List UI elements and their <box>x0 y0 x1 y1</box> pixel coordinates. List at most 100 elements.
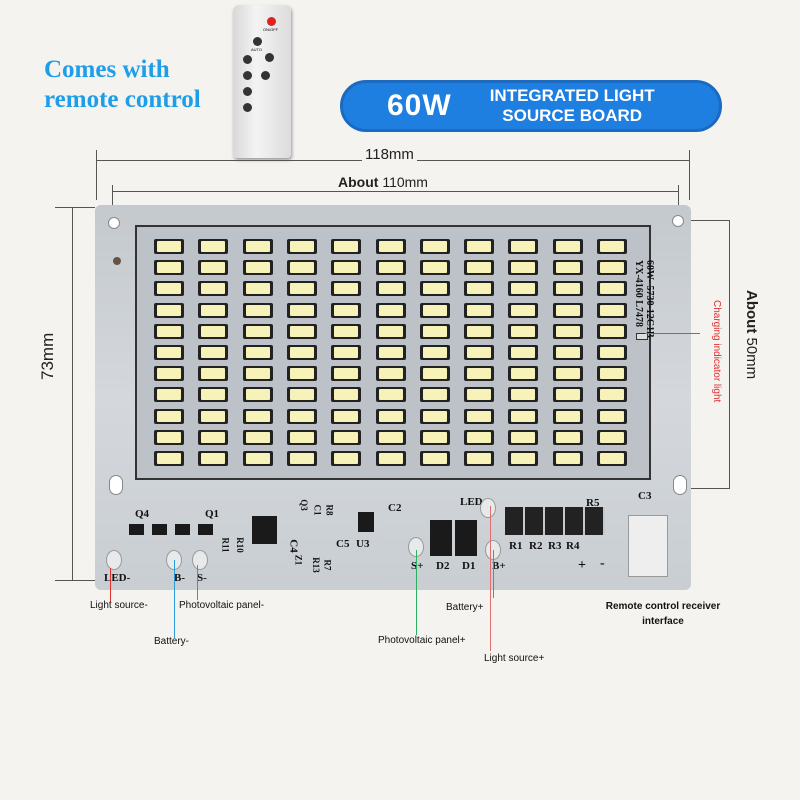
silk-b-plus: B+ <box>492 560 506 572</box>
led-chip <box>552 345 583 360</box>
led-chip <box>464 429 495 445</box>
led-chip <box>597 281 627 297</box>
silk-b-minus: B- <box>174 572 185 584</box>
led-chip <box>331 239 362 254</box>
silk-u3: U3 <box>356 538 370 550</box>
label-pv-plus: Photovoltaic panel+ <box>378 635 466 646</box>
led-chip <box>464 345 495 360</box>
led-chip <box>198 260 229 276</box>
led-chip <box>375 239 406 254</box>
charging-led <box>636 333 648 340</box>
label-battery-plus: Battery+ <box>446 602 484 613</box>
led-chip <box>375 302 406 318</box>
silk-q4: Q4 <box>135 508 150 520</box>
led-chip <box>242 239 273 254</box>
led-chip <box>154 366 184 382</box>
silk-d1: D1 <box>462 560 476 572</box>
led-chip <box>375 260 406 276</box>
led-chip <box>154 323 184 339</box>
silk-r11: R11 <box>220 537 231 553</box>
led-chip <box>198 302 229 318</box>
led-chip <box>464 260 495 276</box>
led-chip <box>331 302 362 318</box>
led-chip <box>508 302 539 318</box>
led-chip <box>154 387 184 403</box>
banner-line2: SOURCE BOARD <box>502 106 643 125</box>
led-chip <box>198 281 229 297</box>
led-chip <box>508 387 539 403</box>
led-chip <box>419 429 450 445</box>
led-array <box>135 225 651 480</box>
led-chip <box>198 366 229 382</box>
led-chip <box>597 429 627 445</box>
silk-r5: R5 <box>586 497 600 509</box>
led-chip <box>154 260 184 276</box>
led-chip <box>198 451 229 466</box>
led-chip <box>464 239 495 254</box>
silk-q1: Q1 <box>205 508 220 520</box>
led-chip <box>419 323 450 339</box>
led-chip <box>597 451 627 466</box>
remote-receiver-connector <box>628 515 668 577</box>
led-chip <box>552 302 583 318</box>
led-chip <box>419 387 450 403</box>
led-chip <box>508 366 539 382</box>
silk-r1: R1 <box>509 540 523 552</box>
silk-s-minus: S- <box>197 572 207 584</box>
led-chip <box>597 408 627 424</box>
led-chip <box>508 345 539 360</box>
led-chip <box>286 451 317 466</box>
led-chip <box>331 323 362 339</box>
led-chip <box>242 451 273 466</box>
led-chip <box>242 281 273 297</box>
height-inner: 50mm <box>743 337 760 380</box>
led-chip <box>242 387 273 403</box>
silk-led-minus: LED- <box>104 572 131 584</box>
led-chip <box>242 408 273 424</box>
height-inner-prefix: About <box>743 290 760 334</box>
led-chip <box>331 345 362 360</box>
led-chip <box>331 366 362 382</box>
led-chip <box>198 387 229 403</box>
led-chip <box>286 429 317 445</box>
led-chip <box>508 239 539 254</box>
led-chip <box>154 345 184 360</box>
led-chip <box>286 281 317 297</box>
silk-r13: R13 <box>310 557 321 573</box>
silk-r8: R8 <box>324 504 335 516</box>
led-chip <box>464 323 495 339</box>
headline-line2: remote control <box>44 86 201 113</box>
led-chip <box>419 366 450 382</box>
silk-r4: R4 <box>566 540 580 552</box>
ic-chip <box>252 516 277 544</box>
banner-line1: INTEGRATED LIGHT <box>489 86 655 105</box>
led-chip <box>508 429 539 445</box>
led-chip <box>375 345 406 360</box>
width-total: 118mm <box>362 146 417 163</box>
silk-q3: Q3 <box>298 499 309 511</box>
silk-c2: C2 <box>388 502 402 514</box>
silk-c3: C3 <box>638 490 652 502</box>
led-chip <box>198 345 229 360</box>
led-chip <box>331 387 362 403</box>
dim-line-73 <box>72 207 73 580</box>
led-chip <box>419 451 450 466</box>
led-chip <box>154 239 184 254</box>
led-chip <box>508 451 539 466</box>
led-chip <box>508 260 539 276</box>
charging-indicator-label: Charging indicator light <box>711 300 722 403</box>
silk-r7: R7 <box>322 559 333 571</box>
led-chip <box>286 239 317 254</box>
dim-line-110 <box>112 191 678 192</box>
led-chip <box>331 451 362 466</box>
led-chip <box>419 239 450 254</box>
dim-line-50 <box>729 220 730 488</box>
led-chip <box>154 408 184 424</box>
led-chip <box>286 387 317 403</box>
led-chip <box>597 366 627 382</box>
led-chip <box>375 429 406 445</box>
led-chip <box>508 281 539 297</box>
silk-r3: R3 <box>548 540 562 552</box>
silk-c5: C5 <box>336 538 350 550</box>
